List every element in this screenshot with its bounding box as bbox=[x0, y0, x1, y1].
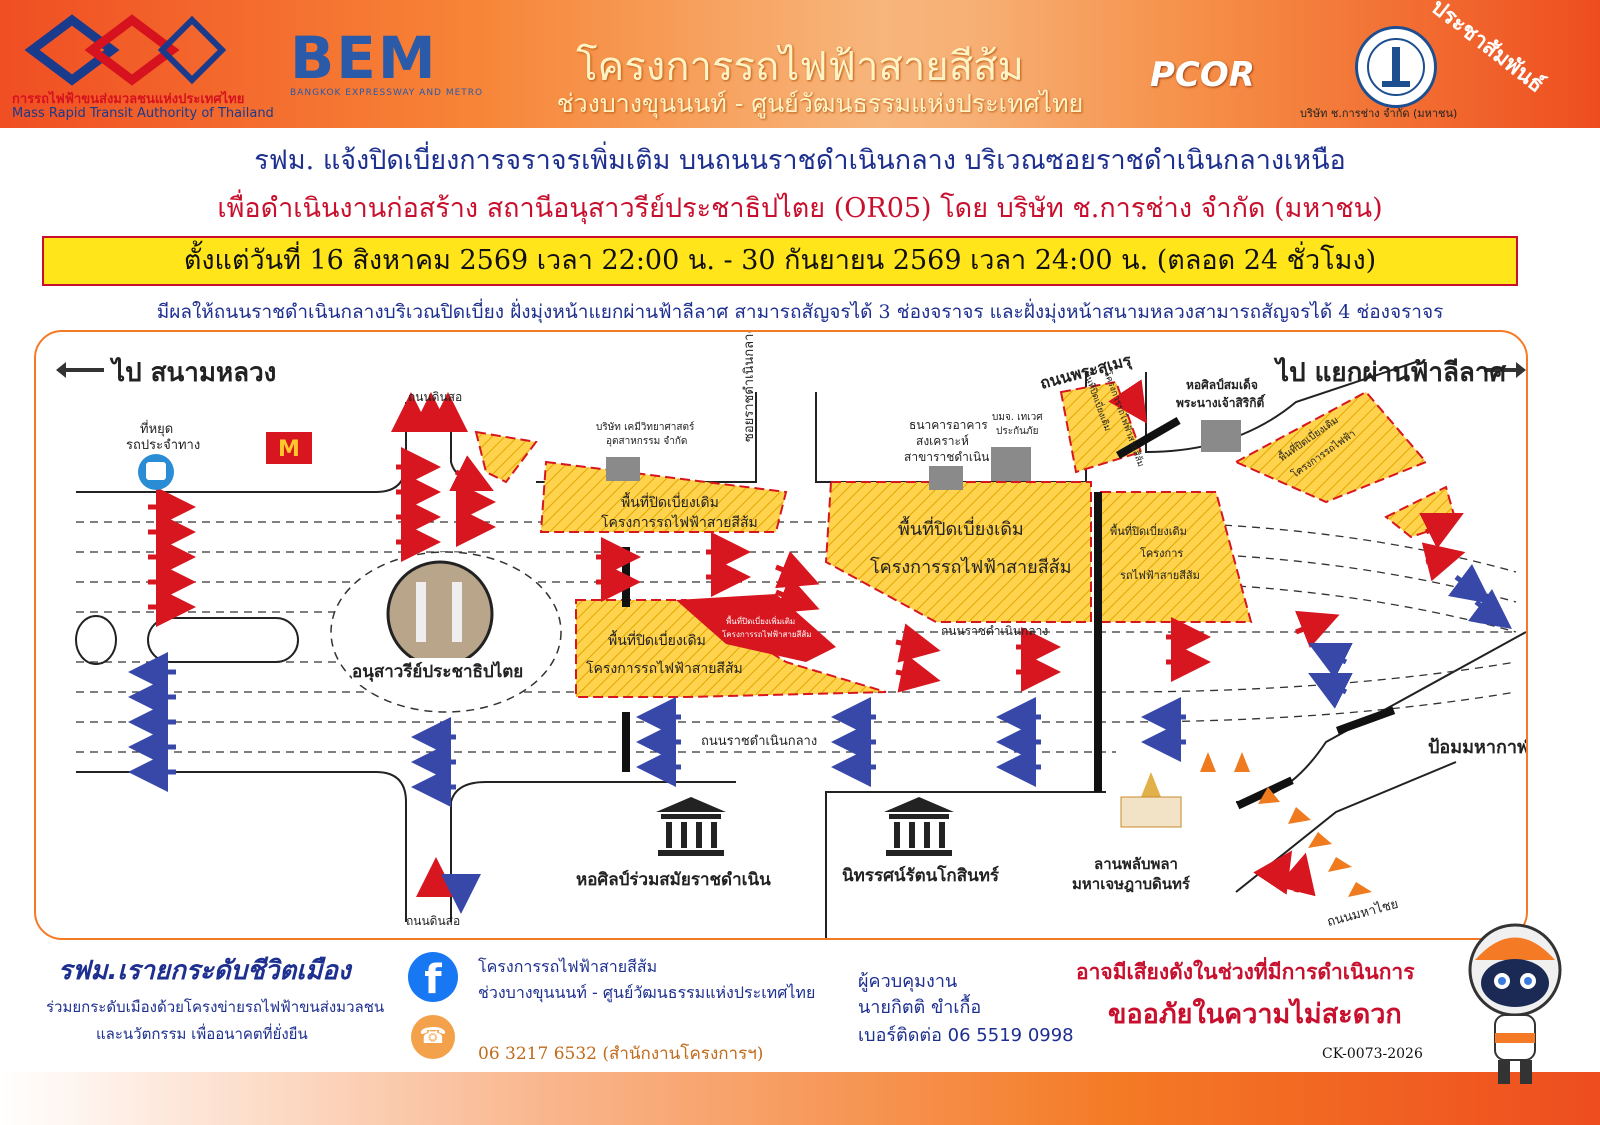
facebook-icon[interactable]: f bbox=[408, 952, 458, 1003]
mrta-name-en: Mass Rapid Transit Authority of Thailand bbox=[12, 106, 274, 121]
zone-new: พื้นที่ปิดเบี่ยงเพิ่มเติม bbox=[726, 617, 796, 626]
left-arrow-icon bbox=[56, 362, 66, 378]
bem-logo: BEM BANGKOK EXPRESSWAY AND METRO bbox=[290, 24, 484, 98]
company-chem: บริษัท เคมีวิทยาศาสตร์ bbox=[596, 422, 695, 433]
traffic-cones bbox=[1200, 752, 1372, 897]
temple-icon bbox=[1120, 772, 1182, 828]
fort-label: ป้อมมหากาฬ bbox=[1428, 737, 1528, 758]
document-code: CK-0073-2026 bbox=[1322, 1046, 1423, 1062]
closure-zone-new bbox=[676, 594, 836, 662]
facebook-page-1[interactable]: โครงการรถไฟฟ้าสายสีส้ม bbox=[478, 957, 658, 976]
queen-gallery-2: พระนางเจ้าสิริกิติ์ bbox=[1176, 396, 1265, 410]
pcor-logo: PCOR bbox=[1150, 55, 1255, 95]
mcdonalds-icon: M bbox=[266, 432, 312, 464]
bus-icon bbox=[138, 454, 174, 490]
bank-label-2: สงเคราะห์ bbox=[916, 434, 969, 448]
headline-2: เพื่อดำเนินงานก่อสร้าง สถานีอนุสาวรีย์ปร… bbox=[217, 193, 1383, 224]
inbound-arrows bbox=[148, 379, 1466, 897]
supervisor-name: นายกิตติ ขำเกื้อ bbox=[858, 997, 982, 1018]
header-banner: การรถไฟฟ้าขนส่งมวลชนแห่งประเทศไทย Mass R… bbox=[0, 0, 1600, 128]
zone-old-b: พื้นที่ปิดเบี่ยงเดิม bbox=[898, 519, 1024, 540]
project-title: โครงการรถไฟฟ้าสายสีส้ม bbox=[576, 44, 1024, 90]
footer-slogan-2: ร่วมยกระดับเมืองด้วยโครงข่ายรถไฟฟ้าขนส่ง… bbox=[46, 998, 385, 1016]
footer-slogan-3: และนวัตกรรม เพื่ออนาคตที่ยั่งยืน bbox=[96, 1025, 308, 1043]
noise-notice: อาจมีเสียงดังในช่วงที่มีการดำเนินการ bbox=[1076, 960, 1415, 984]
supervisor-title: ผู้ควบคุมงาน bbox=[858, 971, 958, 992]
plaza-label-2: มหาเจษฎาบดินทร์ bbox=[1072, 875, 1190, 893]
zone-old-c: พื้นที่ปิดเบี่ยงเดิม bbox=[608, 633, 706, 649]
museum-icons bbox=[656, 797, 954, 856]
right-arrow-icon bbox=[1516, 362, 1526, 378]
road-ratchadamnoen-2: ถนนราชดำเนินกลาง bbox=[701, 734, 818, 749]
mrta-name-th: การรถไฟฟ้าขนส่งมวลชนแห่งประเทศไทย bbox=[12, 92, 245, 107]
building-icons bbox=[606, 420, 1241, 490]
monument-label: อนุสาวรีย์ประชาธิปไตย bbox=[352, 658, 524, 685]
contractor-name: บริษัท ช.การช่าง จำกัด (มหาชน) bbox=[1300, 107, 1458, 120]
outbound-arrows bbox=[128, 564, 1512, 914]
supervisor-contact: เบอร์ติดต่อ 06 5519 0998 bbox=[858, 1025, 1074, 1046]
zone-new-2: โครงการรถไฟฟ้าสายสีส้ม bbox=[722, 630, 812, 639]
road-ratchadamnoen-1: ถนนราชดำเนินกลาง bbox=[941, 624, 1049, 638]
company-chem-2: อุตสาหกรรม จำกัด bbox=[606, 436, 688, 447]
art-gallery-label: หอศิลป์ร่วมสมัยราชดำเนิน bbox=[576, 870, 771, 890]
queen-gallery: หอศิลป์สมเด็จ bbox=[1186, 378, 1258, 392]
bank-label-3: สาขาราชดำเนิน bbox=[904, 450, 990, 464]
effect-note: มีผลให้ถนนราชดำเนินกลางบริเวณปิดเบี่ยง ฝ… bbox=[156, 301, 1444, 323]
mrta-logo: การรถไฟฟ้าขนส่งมวลชนแห่งประเทศไทย Mass R… bbox=[12, 10, 292, 121]
soi-north: ซอยราชดำเนินกลางเหนือ bbox=[742, 330, 757, 442]
bus-stop-label-2: รถประจำทาง bbox=[126, 438, 201, 453]
project-segment: ช่วงบางขุนนนท์ - ศูนย์วัฒนธรรมแห่งประเทศ… bbox=[556, 89, 1084, 118]
plaza-label: ลานพลับพลา bbox=[1094, 855, 1178, 873]
map-drawing: M bbox=[56, 361, 1526, 938]
zone-old-a: พื้นที่ปิดเบี่ยงเดิม bbox=[621, 495, 719, 511]
footer-band bbox=[0, 1072, 1600, 1125]
zone-old-a-2: โครงการรถไฟฟ้าสายสีส้ม bbox=[601, 515, 758, 531]
headline-1: รฟม. แจ้งปิดเบี่ยงการจราจรเพิ่มเติม บนถน… bbox=[254, 145, 1346, 176]
ck-emblem-icon bbox=[1355, 26, 1437, 108]
zone-old-d: พื้นที่ปิดเบี่ยงเดิม bbox=[1110, 525, 1187, 538]
road-dinso-top: ถนนดินสอ bbox=[408, 390, 463, 404]
bus-stop-label: ที่หยุด bbox=[140, 422, 174, 437]
zone-old-c-2: โครงการรถไฟฟ้าสายสีส้ม bbox=[586, 661, 743, 677]
insurance-label-2: ประกันภัย bbox=[996, 426, 1039, 437]
rattanakosin-label: นิทรรศน์รัตนโกสินทร์ bbox=[842, 866, 1000, 886]
mrta-emblem-icon bbox=[24, 14, 227, 86]
zone-old-d-3: รถไฟฟ้าสายสีส้ม bbox=[1120, 569, 1200, 582]
svg-text:M: M bbox=[278, 437, 300, 462]
to-sanam-luang: ไป สนามหลวง bbox=[112, 358, 277, 388]
footer-slogan: รฟม.เรายกระดับชีวิตเมือง bbox=[58, 956, 351, 986]
insurance-label: บมจ. เทเวศ bbox=[992, 412, 1043, 423]
road-dinso-bottom: ถนนดินสอ bbox=[406, 914, 461, 928]
phone-icon: ☎ bbox=[411, 1015, 455, 1059]
period-bar: ตั้งแต่วันที่ 16 สิงหาคม 2569 เวลา 22:00… bbox=[42, 236, 1518, 286]
zone-old-b-2: โครงการรถไฟฟ้าสายสีส้ม bbox=[870, 557, 1072, 578]
facebook-page-2[interactable]: ช่วงบางขุนนนท์ - ศูนย์วัฒนธรรมแห่งประเทศ… bbox=[478, 983, 816, 1002]
bank-label: ธนาคารอาคาร bbox=[909, 418, 988, 432]
roundabout bbox=[75, 551, 562, 713]
phone-number[interactable]: 06 3217 6532 (สำนักงานโครงการฯ) bbox=[478, 1044, 764, 1064]
traffic-map: M ไป สนามหลวง ไป แยกผ่านฟ้าลีลาศ ที่หยุด… bbox=[34, 330, 1528, 940]
to-phan-fa: ไป แยกผ่านฟ้าลีลาศ bbox=[1276, 358, 1506, 388]
mascot-icon bbox=[1468, 923, 1562, 1084]
apology-text: ขออภัยในความไม่สะดวก bbox=[1108, 999, 1402, 1030]
zone-old-d-2: โครงการ bbox=[1140, 547, 1184, 560]
